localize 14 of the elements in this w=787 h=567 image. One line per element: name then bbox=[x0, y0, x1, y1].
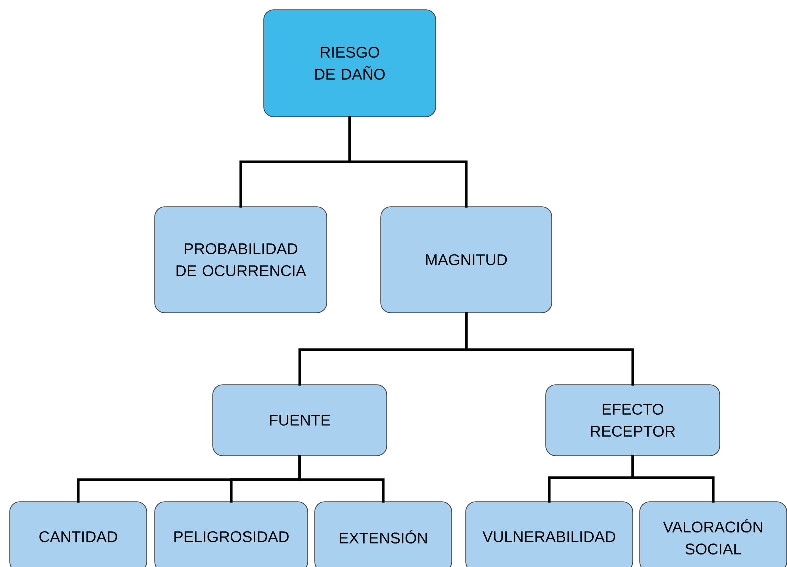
box: VULNERABILIDAD bbox=[466, 502, 634, 567]
connector bbox=[632, 455, 715, 503]
box: MAGNITUD bbox=[380, 206, 552, 314]
box: CANTIDAD bbox=[10, 502, 148, 567]
connector bbox=[298, 455, 385, 503]
connector bbox=[465, 312, 634, 386]
box: FUENTE bbox=[212, 384, 388, 456]
box: PROBABILIDAD DE OCURRENCIA bbox=[154, 206, 328, 314]
box: PELIGROSIDAD bbox=[154, 502, 308, 567]
box: RIESGO DE DAÑO bbox=[264, 10, 436, 118]
connector bbox=[348, 116, 468, 208]
box: VALORACIÓN SOCIAL bbox=[640, 502, 787, 567]
box: EFECTO RECEPTOR bbox=[546, 384, 720, 456]
box: EXTENSIÓN bbox=[314, 502, 452, 567]
